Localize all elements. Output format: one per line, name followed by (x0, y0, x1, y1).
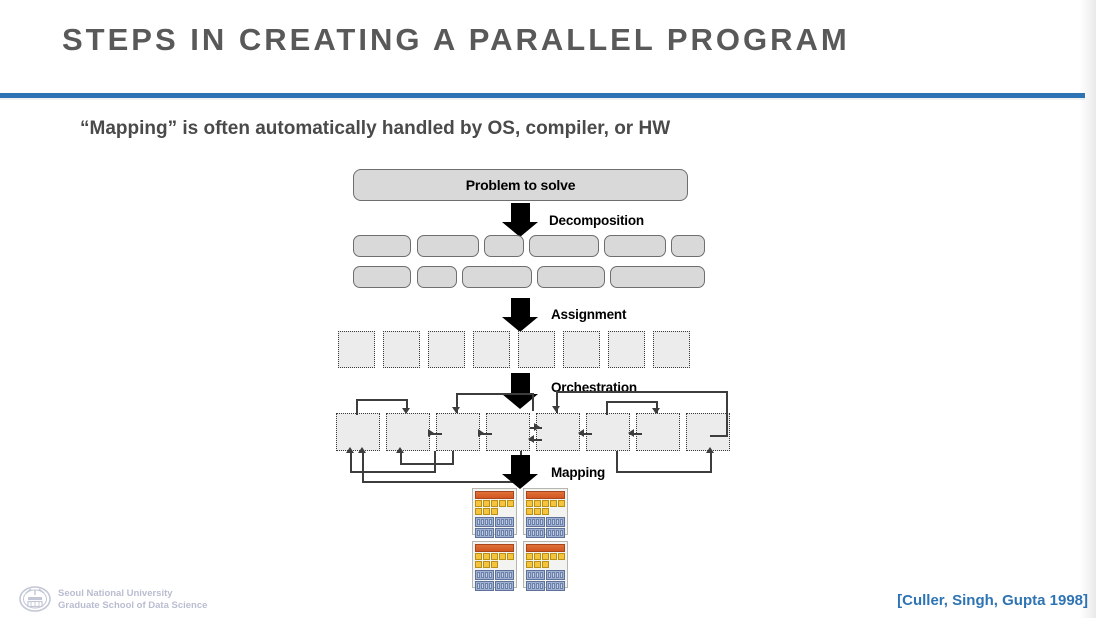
arrow-decomposition-icon (502, 203, 538, 237)
chip-memory-banks (526, 570, 565, 591)
step-label-assignment: Assignment (551, 307, 627, 322)
decomposition-box (417, 266, 457, 288)
chip-core-cells (475, 553, 514, 568)
step-label-decomposition: Decomposition (549, 213, 644, 228)
assignment-box (428, 331, 465, 368)
chip-core-cells (526, 500, 565, 515)
assignment-box (338, 331, 375, 368)
assignment-box (473, 331, 510, 368)
chip-core-cells (526, 553, 565, 568)
orchestration-box (536, 413, 580, 451)
chip-core-cells (475, 500, 514, 515)
decomposition-box (353, 266, 411, 288)
decomposition-box (610, 266, 705, 288)
processor-chip-icon (472, 541, 517, 591)
decomposition-box (671, 235, 705, 257)
header-divider (0, 93, 1085, 98)
subtitle-text: “Mapping” is often automatically handled… (80, 118, 671, 139)
decomposition-box (537, 266, 605, 288)
assignment-box (518, 331, 555, 368)
orchestration-box (336, 413, 380, 451)
decomposition-box (529, 235, 599, 257)
assignment-box (608, 331, 645, 368)
processor-chip-icon (472, 488, 517, 538)
chip-header-bar (526, 544, 565, 552)
chip-memory-banks (526, 517, 565, 538)
chip-header-bar (475, 544, 514, 552)
orchestration-box (486, 413, 530, 451)
decomposition-box (604, 235, 666, 257)
chip-memory-banks (475, 517, 514, 538)
decomposition-row-2 (353, 266, 713, 288)
processor-chip-icon (523, 488, 568, 538)
header-divider-shadow (0, 98, 1085, 100)
chip-header-bar (475, 491, 514, 499)
snu-logo-icon (19, 586, 51, 612)
footer-org-line-1: Seoul National University (58, 588, 173, 599)
decomposition-box (484, 235, 524, 257)
processor-chip-icon (523, 541, 568, 591)
orchestration-box (386, 413, 430, 451)
assignment-box (653, 331, 690, 368)
orchestration-box (636, 413, 680, 451)
step-label-mapping: Mapping (551, 465, 606, 480)
assignment-box (383, 331, 420, 368)
assignment-box (563, 331, 600, 368)
arrow-orchestration-icon (502, 373, 538, 409)
chip-memory-banks (475, 570, 514, 591)
page-title: STEPS IN CREATING A PARALLEL PROGRAM (62, 22, 850, 57)
problem-to-solve-label: Problem to solve (465, 177, 576, 193)
orchestration-box (686, 413, 730, 451)
orchestration-box (436, 413, 480, 451)
mapping-processor-grid (472, 488, 568, 591)
orchestration-box (586, 413, 630, 451)
footer-org-line-2: Graduate School of Data Science (58, 600, 208, 611)
decomposition-box (353, 235, 411, 257)
parallel-program-diagram: Problem to solve Decomposition As (0, 155, 1096, 595)
decomposition-row-1 (353, 235, 713, 257)
decomposition-box (462, 266, 532, 288)
arrow-assignment-icon (502, 298, 538, 332)
problem-to-solve-box: Problem to solve (353, 169, 688, 201)
chip-header-bar (526, 491, 565, 499)
footer-organization: Seoul National University Graduate Schoo… (58, 588, 207, 612)
arrow-mapping-icon (502, 455, 538, 489)
decomposition-box (417, 235, 479, 257)
citation-reference: [Culler, Singh, Gupta 1998] (897, 592, 1088, 609)
